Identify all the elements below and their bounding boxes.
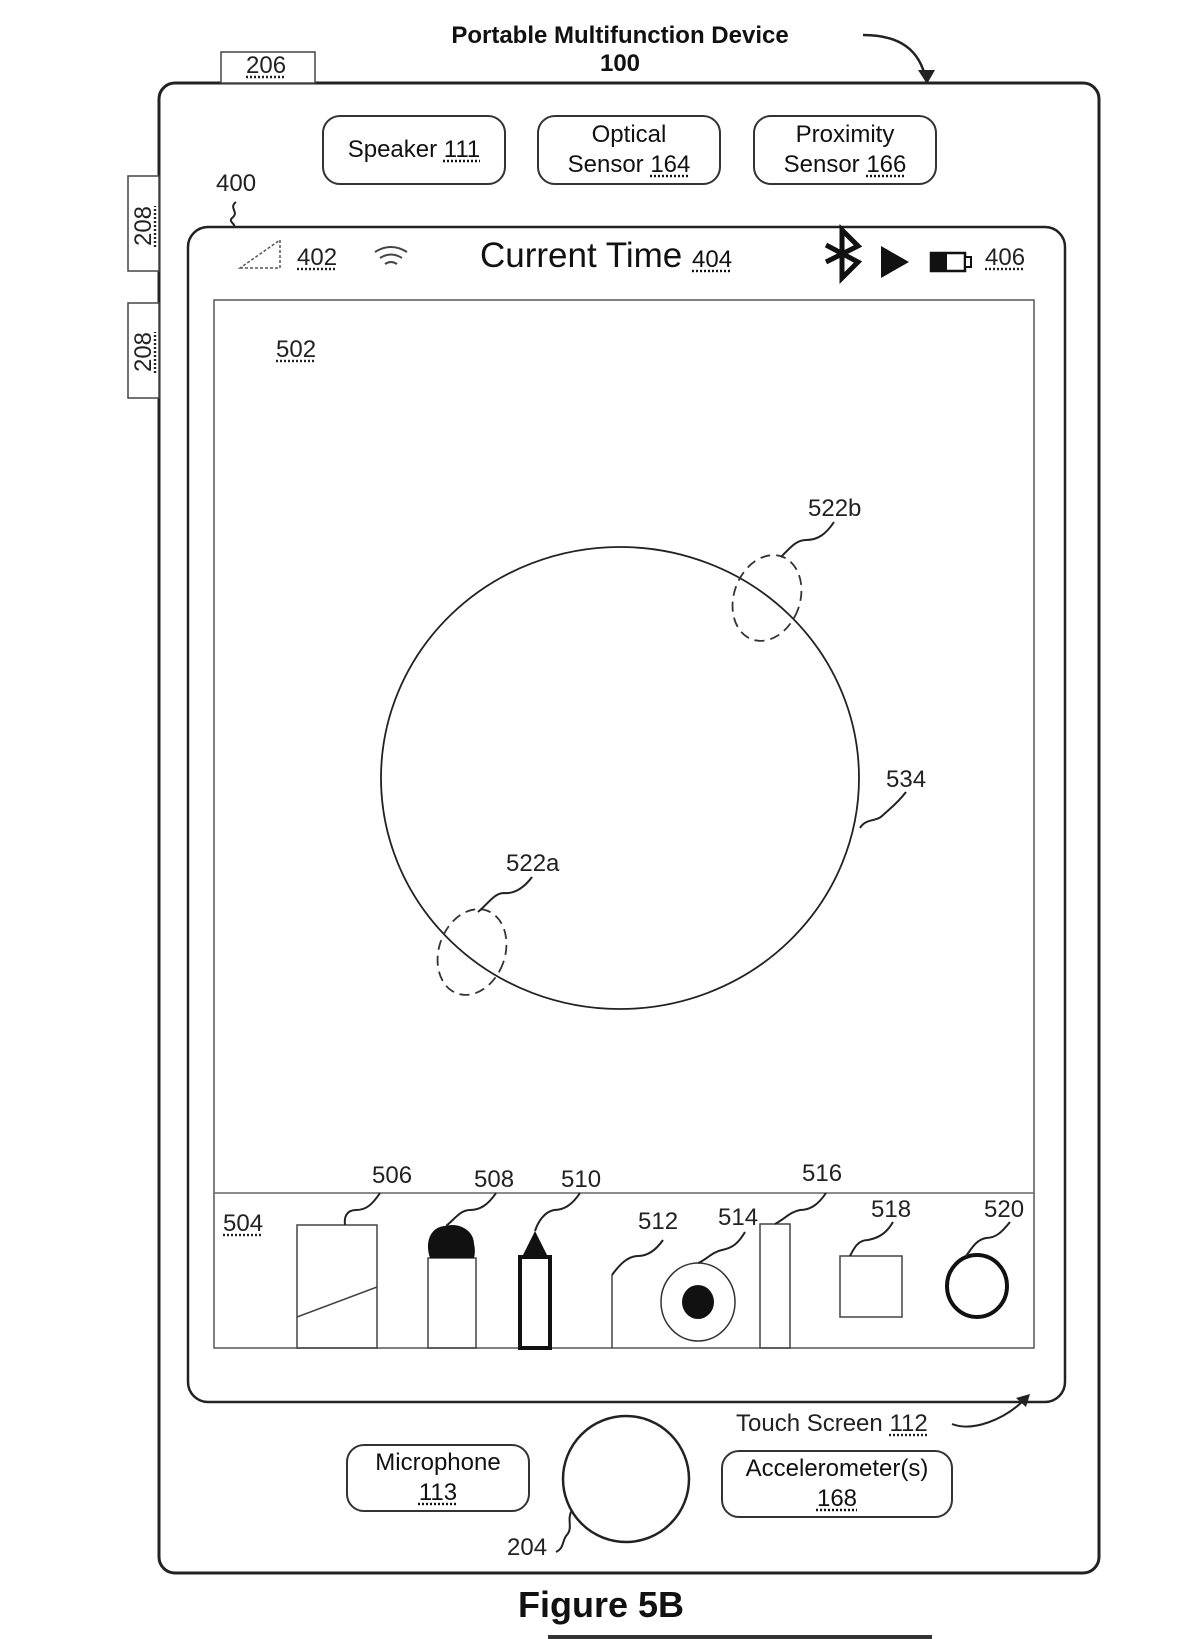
touch-b-ref: 522b — [808, 495, 862, 522]
time-label: Current Time — [480, 236, 683, 275]
tool-ref-510[interactable]: 510 — [561, 1166, 602, 1193]
tool-ref-512[interactable]: 512 — [638, 1208, 679, 1235]
touch-screen-label: Touch Screen 112 — [736, 1410, 928, 1438]
accelerometer-num: 168 — [816, 1485, 858, 1512]
tool-ref-508[interactable]: 508 — [474, 1166, 515, 1193]
bluetooth-icon — [824, 223, 863, 285]
side-button-ref-2: 208 — [130, 331, 157, 373]
microphone-num: 113 — [418, 1479, 458, 1506]
figure-caption: Figure 5B — [518, 1584, 685, 1625]
top-button-ref: 206 — [246, 52, 287, 79]
optical-num: 164 — [650, 151, 691, 178]
drawn-circle — [380, 546, 860, 1010]
eraser-tool-icon — [296, 1224, 378, 1349]
accelerometer-box: Accelerometer(s) 168 — [721, 1450, 953, 1518]
optical-label-2: Sensor — [567, 151, 644, 178]
speaker-label: Speaker — [347, 136, 438, 163]
title-line-2: 100 — [599, 50, 641, 77]
accelerometer-label: Accelerometer(s) — [745, 1455, 929, 1482]
wifi-icon — [374, 246, 408, 265]
speaker-num: 111 — [443, 136, 481, 163]
microphone-box: Microphone 113 — [346, 1444, 530, 1512]
side-button-ref-1: 208 — [130, 205, 157, 247]
tool-ref-514[interactable]: 514 — [718, 1204, 759, 1231]
proximity-label: Proximity — [795, 121, 895, 148]
device-body — [157, 81, 1101, 1575]
home-button — [561, 1414, 691, 1544]
tool-ref-520[interactable]: 520 — [984, 1196, 1025, 1223]
microphone-label: Microphone — [375, 1449, 501, 1476]
top-button — [220, 51, 316, 84]
width-slider-tool-icon — [759, 1223, 791, 1349]
signal-ref: 402 — [297, 244, 338, 271]
square-shape-tool-icon — [839, 1255, 903, 1318]
proximity-sensor-box: Proximity Sensor 166 — [753, 115, 937, 185]
battery-icon — [929, 251, 972, 273]
touch-screen-num: 112 — [889, 1410, 928, 1437]
touch-point-a — [436, 908, 508, 996]
play-icon — [881, 246, 909, 278]
optical-sensor-box: Optical Sensor 164 — [537, 115, 721, 185]
tool-ref-516[interactable]: 516 — [802, 1160, 843, 1187]
drawing-canvas — [213, 299, 1035, 1349]
touch-point-b — [731, 554, 803, 642]
circle-shape-tool-icon — [945, 1253, 1009, 1319]
circle-ref: 534 — [886, 766, 927, 793]
status-time: Current Time 404 — [480, 236, 732, 276]
touch-a-ref: 522a — [506, 850, 560, 877]
brush-tool-icon — [427, 1257, 477, 1349]
canvas-ref: 502 — [276, 336, 317, 363]
home-button-ref: 204 — [507, 1534, 548, 1561]
tool-ref-506[interactable]: 506 — [372, 1162, 413, 1189]
touch-screen-text: Touch Screen — [736, 1410, 883, 1437]
screen-ref: 400 — [216, 170, 257, 197]
time-ref: 404 — [692, 246, 733, 273]
speaker-box: Speaker 111 — [322, 115, 506, 185]
toolbar-ref: 504 — [223, 1210, 264, 1237]
tool-ref-518[interactable]: 518 — [871, 1196, 912, 1223]
battery-ref: 406 — [985, 244, 1026, 271]
side-button-2 — [127, 302, 160, 399]
touch-screen-frame — [186, 225, 1067, 1404]
title-line-1: Portable Multifunction Device — [451, 22, 789, 49]
signal-icon — [237, 238, 281, 269]
proximity-label-2: Sensor — [783, 151, 860, 178]
optical-label: Optical — [591, 121, 667, 148]
pencil-tool-icon — [518, 1255, 552, 1350]
figure-title: Portable Multifunction Device 100 — [420, 22, 820, 78]
proximity-num: 166 — [866, 151, 907, 178]
side-button-1 — [127, 175, 160, 272]
